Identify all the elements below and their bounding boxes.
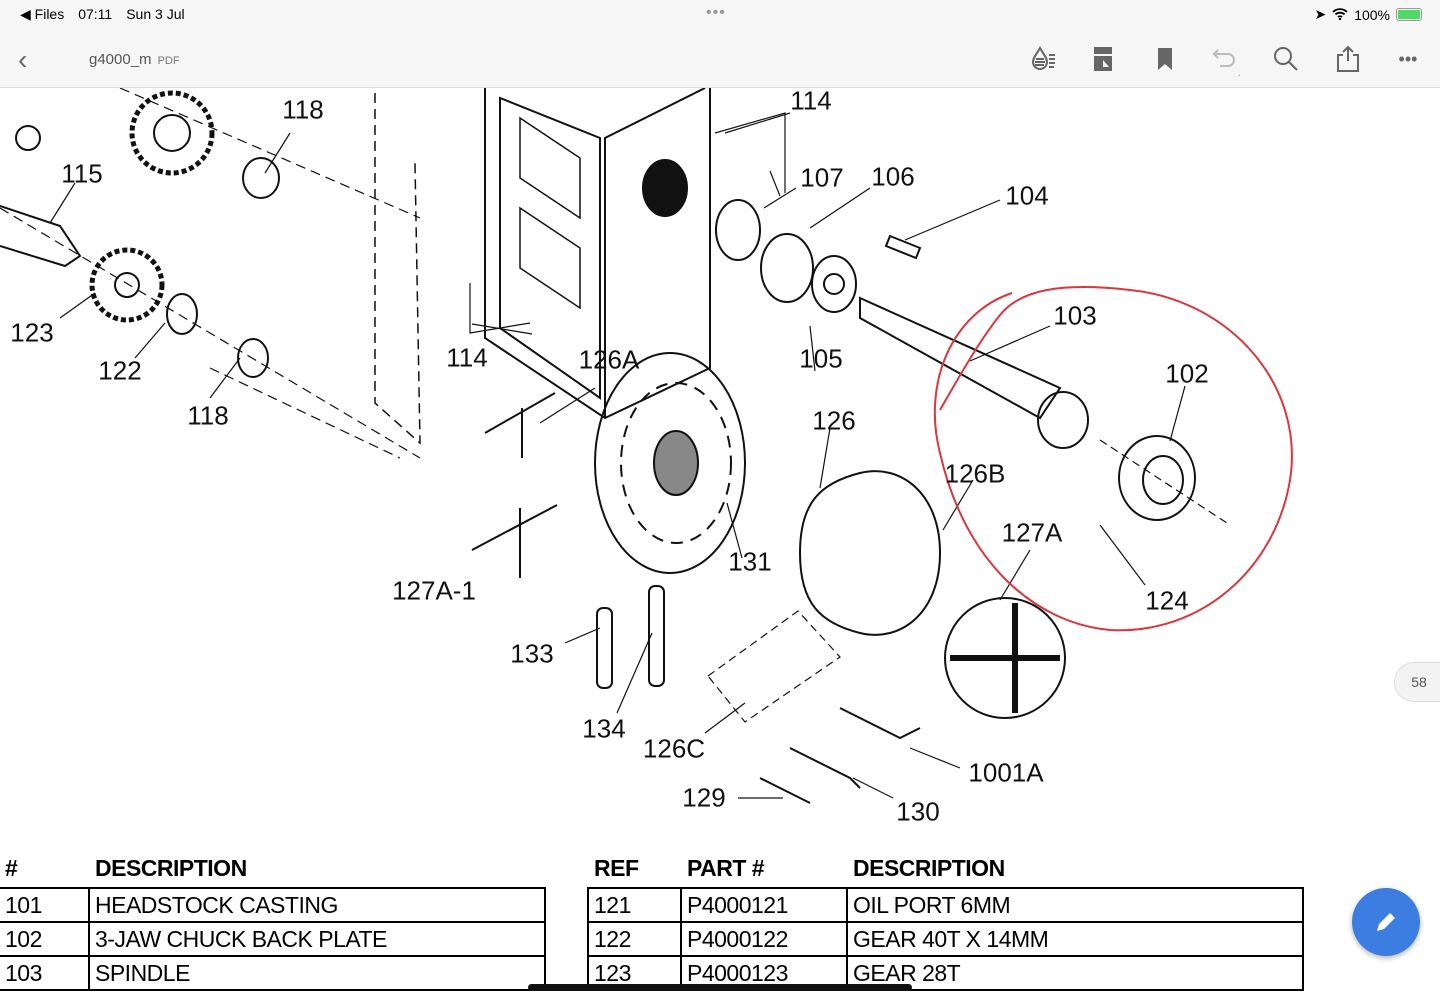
callout-label: 104 bbox=[1005, 180, 1049, 211]
battery-percent: 100% bbox=[1354, 6, 1390, 23]
callout-label: 126A bbox=[578, 344, 640, 375]
callout-label: 115 bbox=[61, 158, 103, 189]
column-header: PART # bbox=[687, 855, 765, 881]
spindle-parts bbox=[715, 199, 1231, 526]
callout-label: 134 bbox=[582, 713, 626, 744]
callout-label: 126B bbox=[944, 458, 1006, 489]
leader-lines bbox=[49, 112, 1186, 799]
pdf-page[interactable]: 118 115 123 122 118 114 107 106 104 114 … bbox=[0, 85, 1440, 1000]
home-indicator[interactable] bbox=[528, 984, 912, 991]
chucks bbox=[594, 352, 1066, 719]
more-icon[interactable]: ••• bbox=[1398, 48, 1418, 69]
callout-label: 1001A bbox=[968, 757, 1044, 788]
edit-button[interactable] bbox=[1352, 888, 1420, 956]
column-header: REF bbox=[594, 855, 639, 881]
back-app-label: Files bbox=[34, 6, 65, 22]
callout-label: 118 bbox=[282, 94, 324, 125]
callout-label: 114 bbox=[446, 342, 488, 373]
callout-label: 122 bbox=[98, 355, 142, 386]
column-header: DESCRIPTION bbox=[853, 855, 1005, 881]
page-thumbnails-icon[interactable] bbox=[1088, 44, 1118, 74]
cell-description: SPINDLE bbox=[88, 955, 546, 991]
tools bbox=[471, 392, 921, 804]
callout-label: 126 bbox=[812, 405, 856, 436]
callout-label: 131 bbox=[728, 546, 772, 577]
callout-label: 130 bbox=[896, 796, 940, 827]
back-to-app[interactable]: ◀ Files bbox=[20, 6, 65, 22]
callout-label: 118 bbox=[187, 400, 229, 431]
date: Sun 3 Jul bbox=[126, 6, 185, 22]
callout-label: 107 bbox=[800, 162, 844, 193]
pencil-icon bbox=[1377, 913, 1395, 931]
location-icon: ➤ bbox=[1314, 6, 1327, 22]
cell-ref: 121 bbox=[587, 887, 682, 923]
callout-label: 127A-1 bbox=[392, 575, 476, 606]
callout-label: 124 bbox=[1145, 585, 1189, 616]
cell-description: OIL PORT 6MM bbox=[846, 887, 1304, 923]
callout-label: 114 bbox=[790, 85, 832, 116]
undo-icon[interactable] bbox=[1210, 44, 1240, 76]
back-chevron-icon[interactable]: ‹ bbox=[18, 44, 28, 75]
callout-label: 126C bbox=[642, 733, 706, 764]
reading-mode-icon[interactable] bbox=[1028, 44, 1058, 74]
file-type: PDF bbox=[157, 55, 180, 67]
page-indicator[interactable]: 58 bbox=[1394, 662, 1440, 702]
wifi-icon bbox=[1332, 7, 1348, 23]
multitasking-dots-icon[interactable]: ••• bbox=[706, 4, 726, 21]
document-title: g4000_m PDF bbox=[89, 51, 180, 68]
callout-label: 127A bbox=[1001, 517, 1063, 548]
red-circle-annotation bbox=[933, 286, 1293, 632]
status-bar: ◀ Files 07:11 Sun 3 Jul ••• ➤ 100% bbox=[0, 0, 1440, 30]
cell-ref: 101 bbox=[0, 887, 90, 923]
parts-diagram bbox=[0, 88, 1293, 804]
column-header: # bbox=[5, 855, 18, 881]
column-header: DESCRIPTION bbox=[95, 855, 247, 881]
cell-description: GEAR 40T X 14MM bbox=[846, 921, 1304, 957]
cell-ref: 122 bbox=[587, 921, 682, 957]
callout-label: 103 bbox=[1053, 300, 1097, 331]
callout-label: 123 bbox=[10, 317, 54, 348]
bookmark-icon[interactable] bbox=[1150, 44, 1180, 74]
search-icon[interactable] bbox=[1271, 44, 1301, 74]
callout-label: 102 bbox=[1165, 358, 1209, 389]
cell-ref: 103 bbox=[0, 955, 90, 991]
share-icon[interactable] bbox=[1333, 44, 1363, 74]
headstock-casting bbox=[484, 88, 711, 420]
battery-icon bbox=[1396, 8, 1422, 21]
gears bbox=[0, 90, 280, 378]
callout-label: 129 bbox=[682, 782, 726, 813]
callout-label: 133 bbox=[510, 638, 554, 669]
file-name: g4000_m bbox=[89, 51, 152, 68]
cell-part: P4000122 bbox=[680, 921, 848, 957]
cell-description: HEADSTOCK CASTING bbox=[88, 887, 546, 923]
toolbar: ‹ g4000_m PDF ••• bbox=[0, 30, 1440, 88]
callout-label: 105 bbox=[799, 343, 843, 374]
cell-description: 3-JAW CHUCK BACK PLATE bbox=[88, 921, 546, 957]
cell-description: GEAR 28T bbox=[846, 955, 1304, 991]
time: 07:11 bbox=[78, 6, 113, 22]
callout-label: 106 bbox=[871, 161, 915, 192]
cell-part: P4000121 bbox=[680, 887, 848, 923]
cell-ref: 102 bbox=[0, 921, 90, 957]
